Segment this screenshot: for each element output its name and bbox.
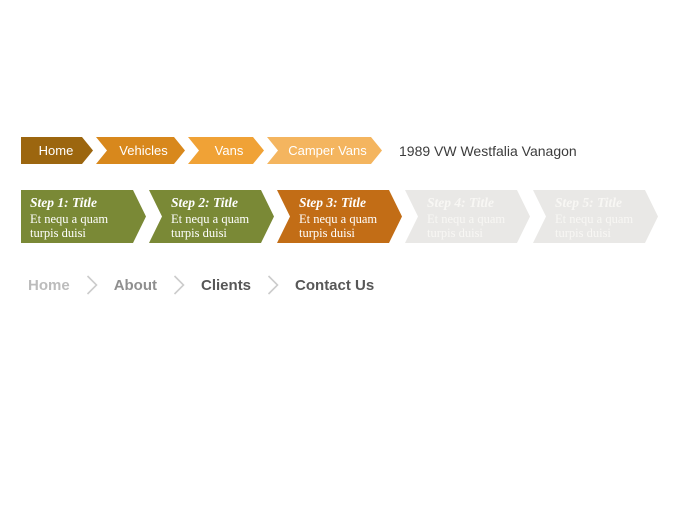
arrow-breadcrumb-label: Vans (214, 143, 244, 158)
step-item-4[interactable]: Step 4: Title Et nequ a quam turpis duis… (405, 190, 530, 243)
step-title: Step 5: Title (555, 195, 622, 210)
chevron-right-icon (266, 273, 280, 297)
arrow-breadcrumb-label: Vehicles (119, 143, 168, 158)
step-description: Et nequ a quam turpis duisi (299, 211, 378, 240)
arrow-breadcrumb-item-camper-vans[interactable]: Camper Vans (267, 137, 382, 164)
chevron-right-icon (85, 273, 99, 297)
step-title: Step 4: Title (427, 195, 494, 210)
text-breadcrumb-item-home[interactable]: Home (28, 276, 70, 294)
arrow-breadcrumb-item-vehicles[interactable]: Vehicles (96, 137, 185, 164)
arrow-breadcrumb-item-vans[interactable]: Vans (188, 137, 264, 164)
arrow-breadcrumb-label: Camper Vans (288, 143, 367, 158)
step-item-1[interactable]: Step 1: Title Et nequ a quam turpis duis… (21, 190, 146, 243)
chevron-right-icon (172, 273, 186, 297)
current-page-title: 1989 VW Westfalia Vanagon (399, 142, 577, 159)
text-breadcrumb-item-about[interactable]: About (113, 276, 158, 294)
step-item-2[interactable]: Step 2: Title Et nequ a quam turpis duis… (149, 190, 274, 243)
step-description: Et nequ a quam turpis duisi (555, 211, 634, 240)
text-breadcrumb-item-contact-us[interactable]: Contact Us (295, 276, 375, 294)
step-title: Step 2: Title (171, 195, 238, 210)
step-description: Et nequ a quam turpis duisi (30, 211, 109, 240)
arrow-breadcrumb-item-home[interactable]: Home (21, 137, 93, 164)
step-item-3[interactable]: Step 3: Title Et nequ a quam turpis duis… (277, 190, 402, 243)
step-breadcrumb: Step 1: Title Et nequ a quam turpis duis… (21, 190, 658, 243)
step-title: Step 1: Title (30, 195, 97, 210)
step-item-5[interactable]: Step 5: Title Et nequ a quam turpis duis… (533, 190, 658, 243)
text-breadcrumb: Home About Clients Contact Us (28, 273, 374, 297)
step-title: Step 3: Title (299, 195, 366, 210)
text-breadcrumb-item-clients[interactable]: Clients (201, 276, 252, 294)
step-description: Et nequ a quam turpis duisi (427, 211, 506, 240)
step-description: Et nequ a quam turpis duisi (171, 211, 250, 240)
arrow-breadcrumb-label: Home (38, 143, 74, 158)
arrow-breadcrumb: Home Vehicles Vans Camper Vans 1989 VW W… (21, 137, 577, 164)
